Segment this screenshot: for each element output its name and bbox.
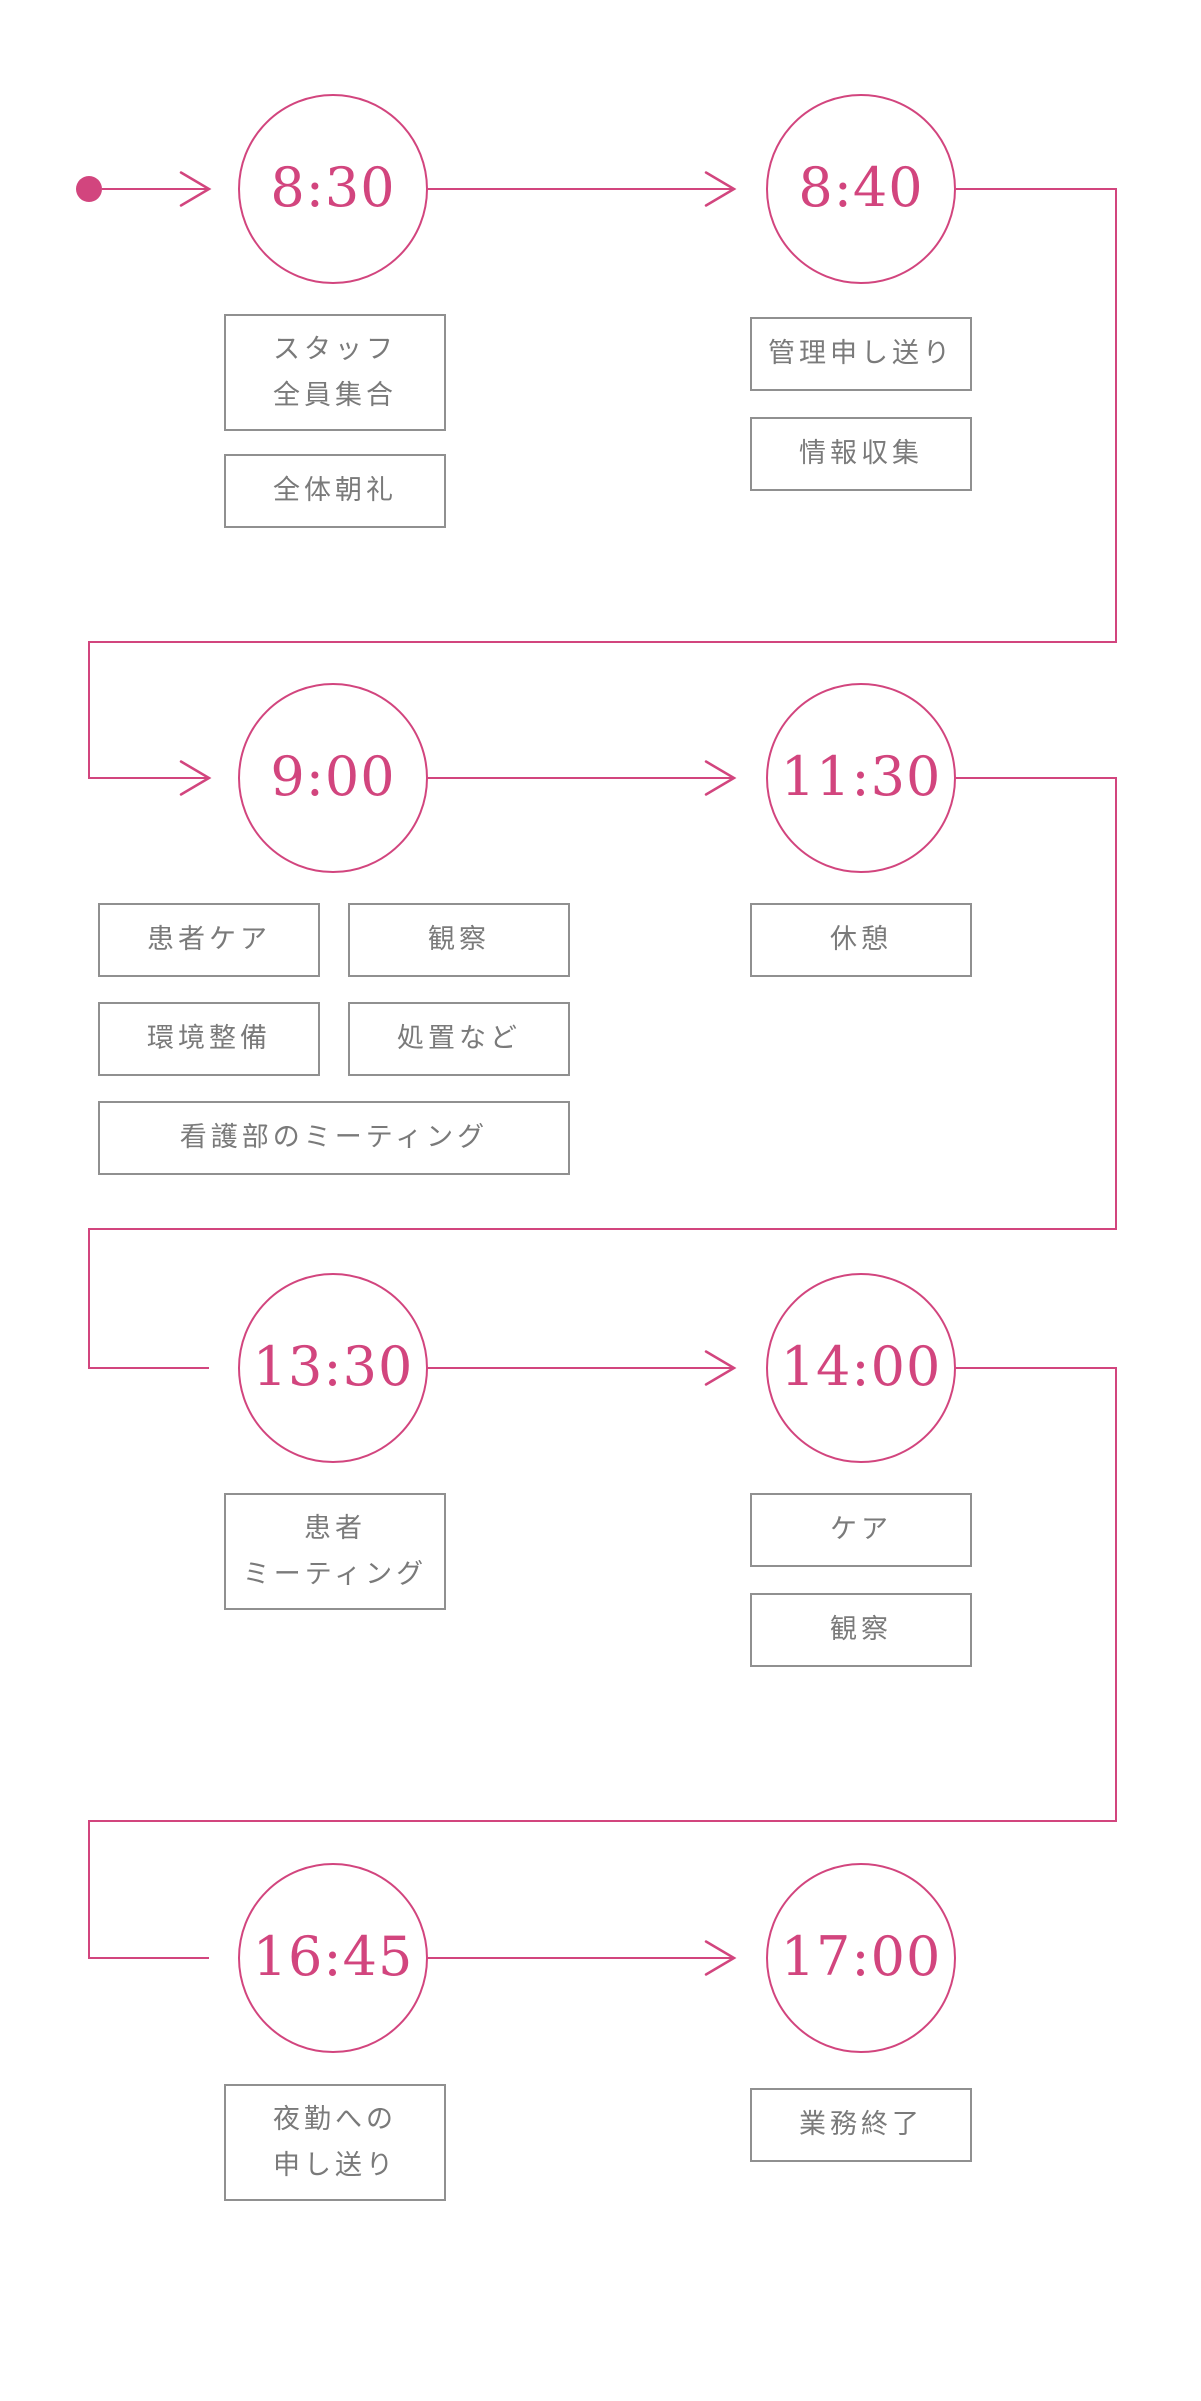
time-node-1400: 14:00 bbox=[766, 1273, 956, 1463]
task-box-info-gathering: 情報収集 bbox=[750, 417, 972, 491]
task-box-nursing-dept-meeting: 看護部のミーティング bbox=[98, 1101, 570, 1175]
task-box-observation-pm: 観察 bbox=[750, 1593, 972, 1667]
line-0840-to-0900 bbox=[88, 188, 1117, 779]
line-1130-to-1330 bbox=[88, 777, 1117, 1369]
arrowhead-into-0830 bbox=[179, 171, 212, 207]
task-box-care-pm: ケア bbox=[750, 1493, 972, 1567]
time-label: 8:30 bbox=[270, 156, 396, 219]
task-box-admin-handover: 管理申し送り bbox=[750, 317, 972, 391]
arrowhead-into-1700 bbox=[704, 1940, 737, 1976]
task-box-observation-am: 観察 bbox=[348, 903, 570, 977]
task-box-patient-meeting: 患者 ミーティング bbox=[224, 1493, 446, 1610]
task-box-morning-meeting: 全体朝礼 bbox=[224, 454, 446, 528]
time-label: 9:00 bbox=[270, 745, 396, 808]
task-box-break: 休憩 bbox=[750, 903, 972, 977]
start-dot bbox=[76, 176, 102, 202]
arrowhead-into-0840 bbox=[704, 171, 737, 207]
arrowhead-into-1130 bbox=[704, 760, 737, 796]
task-box-environment-prep: 環境整備 bbox=[98, 1002, 320, 1076]
task-box-staff-assembly: スタッフ 全員集合 bbox=[224, 314, 446, 431]
time-node-1130: 11:30 bbox=[766, 683, 956, 873]
time-label: 14:00 bbox=[780, 1335, 942, 1398]
task-box-patient-care: 患者ケア bbox=[98, 903, 320, 977]
line-1400-to-1645 bbox=[88, 1367, 1117, 1959]
time-node-1645: 16:45 bbox=[238, 1863, 428, 2053]
time-node-0900: 9:00 bbox=[238, 683, 428, 873]
time-node-0830: 8:30 bbox=[238, 94, 428, 284]
arrowhead-into-0900 bbox=[179, 760, 212, 796]
time-node-1330: 13:30 bbox=[238, 1273, 428, 1463]
time-label: 13:30 bbox=[252, 1335, 414, 1398]
time-label: 8:40 bbox=[798, 156, 924, 219]
time-node-1700: 17:00 bbox=[766, 1863, 956, 2053]
time-label: 17:00 bbox=[780, 1925, 942, 1988]
task-box-night-shift-handover: 夜勤への 申し送り bbox=[224, 2084, 446, 2201]
time-label: 16:45 bbox=[252, 1925, 414, 1988]
time-node-0840: 8:40 bbox=[766, 94, 956, 284]
task-box-end-of-work: 業務終了 bbox=[750, 2088, 972, 2162]
arrowhead-into-1400 bbox=[704, 1350, 737, 1386]
task-box-procedures: 処置など bbox=[348, 1002, 570, 1076]
time-label: 11:30 bbox=[780, 745, 942, 808]
